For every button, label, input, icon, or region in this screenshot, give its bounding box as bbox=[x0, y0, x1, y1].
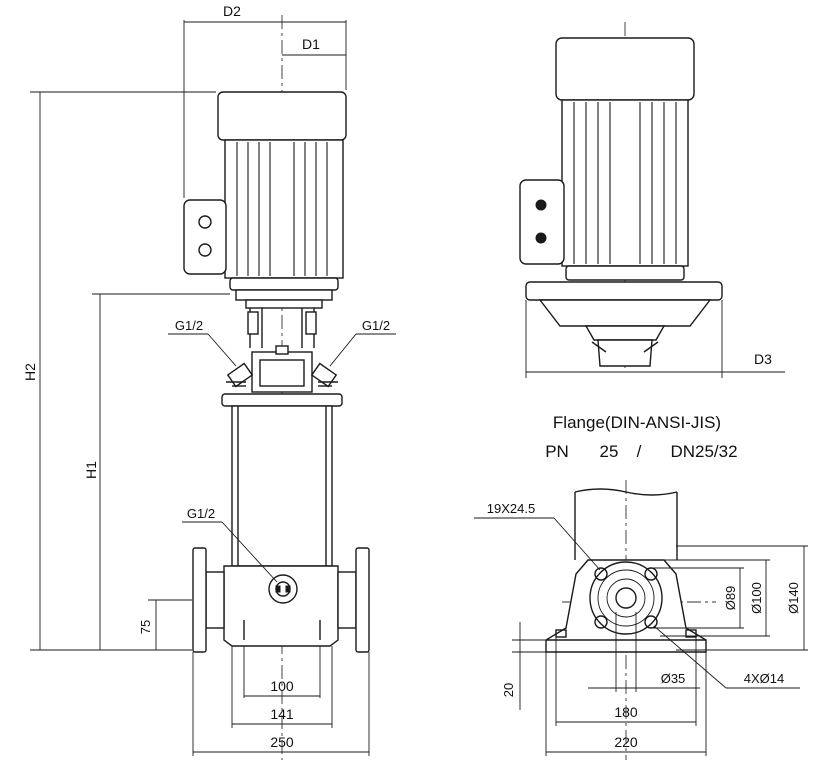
vent-plug-right bbox=[310, 362, 338, 388]
inlet-flange bbox=[192, 547, 207, 653]
flange-spec: Flange(DIN-ANSI-JIS) PN 25 / DN25/32 bbox=[545, 413, 737, 461]
vent-plug-left bbox=[226, 362, 254, 388]
dim-h2: H2 bbox=[22, 363, 38, 381]
motor-cooling-fins bbox=[236, 142, 328, 276]
dim-20: 20 bbox=[501, 683, 516, 697]
bolt-hole bbox=[594, 567, 608, 581]
side-motor-cap bbox=[555, 37, 695, 101]
flange-pn-label: PN bbox=[545, 442, 569, 461]
flange-separator: / bbox=[637, 442, 642, 461]
thread-label-left: G1/2 bbox=[175, 318, 203, 333]
dim-d89: Ø89 bbox=[723, 586, 738, 611]
dim-d3: D3 bbox=[754, 351, 772, 367]
flange-outer bbox=[589, 561, 663, 635]
pump-base bbox=[223, 565, 339, 647]
dim-d100: Ø100 bbox=[749, 582, 764, 614]
flange-pn-value: 25 bbox=[600, 442, 619, 461]
flange-bore bbox=[615, 587, 637, 609]
thread-label-drain: G1/2 bbox=[187, 506, 215, 521]
dim-141: 141 bbox=[270, 706, 294, 722]
side-terminal-box bbox=[519, 179, 565, 265]
dim-180: 180 bbox=[614, 704, 638, 720]
flange-view: 19X24.5 Ø89 Ø100 Ø140 Ø35 4XØ14 20 180 bbox=[474, 480, 808, 760]
front-view: D2 D1 H2 H1 75 100 141 250 G1/2 G1 bbox=[22, 3, 396, 760]
pump-column bbox=[231, 405, 333, 567]
dim-d35: Ø35 bbox=[661, 671, 686, 686]
outlet-flange bbox=[355, 547, 370, 653]
dim-d2: D2 bbox=[223, 3, 241, 19]
dim-250: 250 bbox=[270, 734, 294, 750]
dim-d1: D1 bbox=[302, 36, 320, 52]
terminal-box bbox=[183, 199, 227, 275]
side-view: D3 bbox=[519, 22, 785, 378]
dim-75: 75 bbox=[138, 620, 153, 634]
slot-label: 19X24.5 bbox=[487, 501, 535, 516]
side-motor-body bbox=[561, 99, 689, 267]
flange-title: Flange(DIN-ANSI-JIS) bbox=[553, 413, 721, 432]
dim-holes: 4XØ14 bbox=[744, 671, 784, 686]
dim-100: 100 bbox=[270, 678, 294, 694]
thread-label-right: G1/2 bbox=[362, 318, 390, 333]
dim-h1: H1 bbox=[83, 461, 99, 479]
side-base-plate bbox=[525, 281, 723, 301]
dim-d140: Ø140 bbox=[786, 582, 801, 614]
motor-cap bbox=[217, 91, 347, 141]
dim-220: 220 bbox=[614, 734, 638, 750]
flange-dn-value: DN25/32 bbox=[670, 442, 737, 461]
bolt-hole bbox=[594, 615, 608, 629]
side-inlet bbox=[597, 339, 653, 367]
motor-body bbox=[224, 139, 344, 279]
side-cooling-fins bbox=[573, 102, 677, 264]
drain-plug bbox=[268, 574, 298, 604]
